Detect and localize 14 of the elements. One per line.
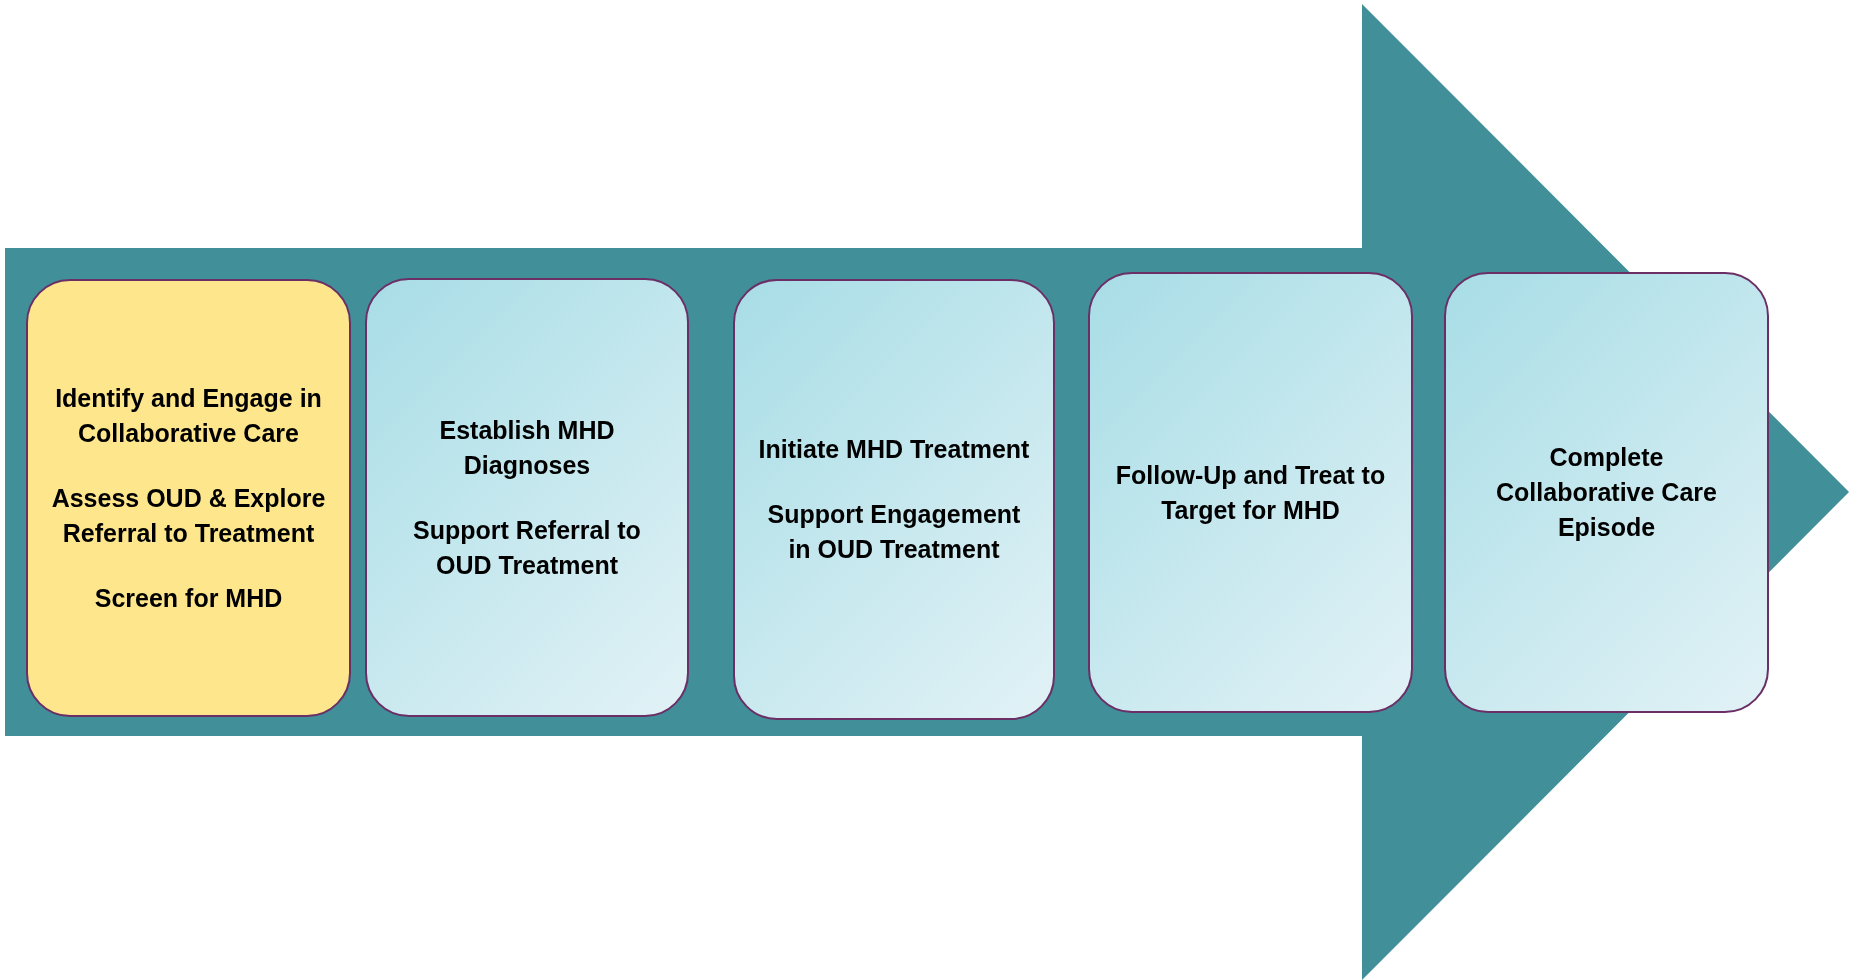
step-text: Assess OUD & Explore Referral to Treatment xyxy=(50,482,327,549)
step-card xyxy=(26,279,351,717)
step-card xyxy=(733,279,1055,720)
step-text: Complete Collaborative Care Episode xyxy=(1495,442,1718,543)
step-text: Follow-Up and Treat to Target for MHD xyxy=(1114,459,1387,526)
step-text: Screen for MHD xyxy=(94,582,283,614)
step-text: Identify and Engage in Collaborative Care xyxy=(54,382,323,449)
step-text: Support Referral to OUD Treatment xyxy=(412,514,642,581)
step-text: Establish MHD Diagnoses xyxy=(438,414,616,481)
step-text: Support Engagement in OUD Treatment xyxy=(766,499,1022,565)
step-card xyxy=(1444,272,1769,713)
step-card xyxy=(365,278,689,717)
step-text: Initiate MHD Treatment xyxy=(758,434,1030,465)
step-card xyxy=(1088,272,1413,713)
